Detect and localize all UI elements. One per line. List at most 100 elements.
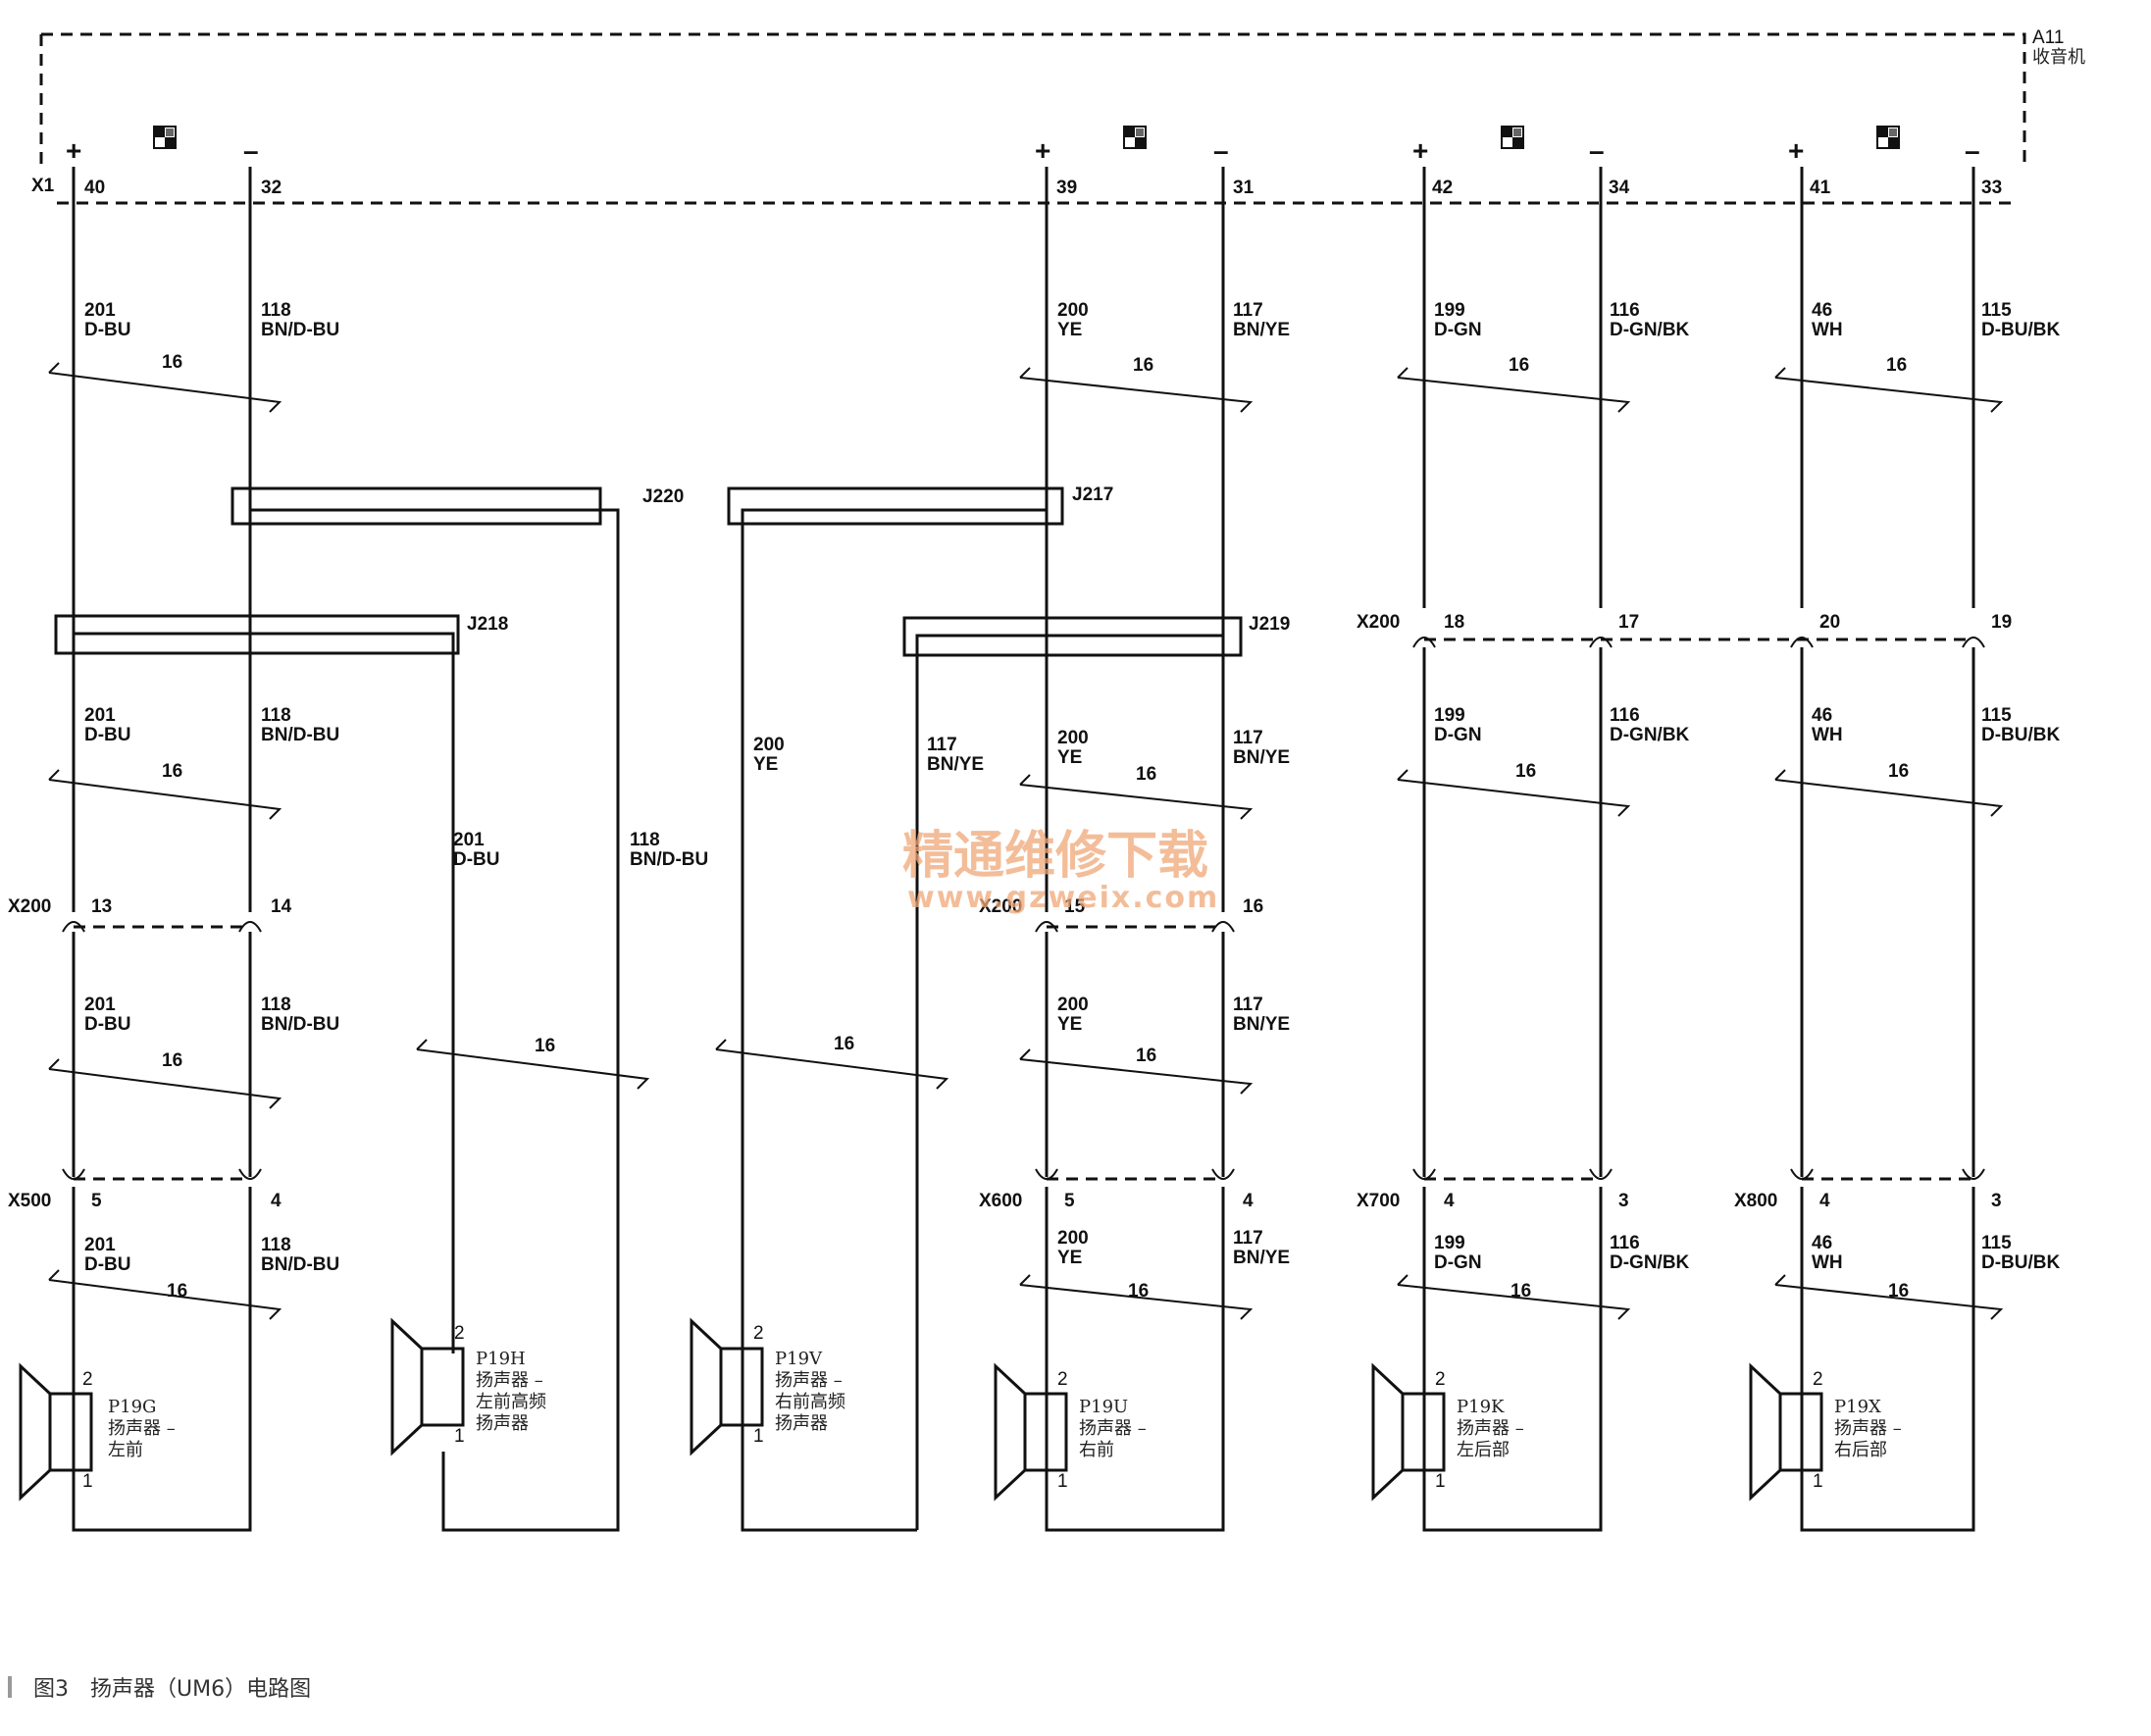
speaker-name: 扬声器 – <box>1079 1418 1147 1439</box>
wire-color: BN/D-BU <box>630 849 708 870</box>
wire-color: YE <box>753 754 778 775</box>
wire-color: D-GN/BK <box>1610 725 1690 745</box>
twisted-pair-mark <box>1019 774 1254 820</box>
wire-color: WH <box>1812 1252 1843 1273</box>
pin-label: 40 <box>84 178 105 198</box>
speaker-p19v <box>690 1319 764 1455</box>
wire-circuit-number: 118 <box>630 830 660 850</box>
wire-color: D-GN <box>1434 320 1482 340</box>
figure-title: 扬声器（UM6）电路图 <box>90 1677 312 1702</box>
pin-label: 39 <box>1056 178 1077 198</box>
splice-label: J217 <box>1072 485 1113 505</box>
wire-circuit-number: 199 <box>1434 705 1465 726</box>
wire-circuit-number: 118 <box>261 300 291 321</box>
watermark: 精通维修下载 www.gzweix.com <box>902 827 1219 915</box>
twisted-pair-mark <box>1397 769 1631 817</box>
pin-label: 34 <box>1609 178 1630 198</box>
splice-labels: J220 J217 J218 J219 <box>467 485 1290 635</box>
connector-pin: 16 <box>1243 896 1263 917</box>
connector-pin: 4 <box>271 1191 282 1211</box>
connector-pin: 17 <box>1618 612 1639 633</box>
speaker-pin: 1 <box>1813 1471 1823 1492</box>
speaker-pin: 2 <box>753 1323 764 1344</box>
connector-pin: 4 <box>1243 1191 1254 1211</box>
speaker-name: 扬声器 – <box>775 1370 843 1391</box>
module-name: 收音机 <box>2032 47 2085 68</box>
twist-count: 16 <box>1136 764 1156 785</box>
watermark-title: 精通维修下载 <box>902 827 1208 886</box>
caption-marker <box>8 1676 12 1698</box>
header-connector: X1 <box>31 176 55 196</box>
wire-color: BN/YE <box>927 754 984 775</box>
twist-count: 16 <box>1133 355 1153 376</box>
pin-label: 31 <box>1233 178 1255 198</box>
connector-label-x700: X700 <box>1357 1191 1400 1211</box>
wire-circuit-number: 115 <box>1981 1233 2012 1253</box>
wire-color: BN/YE <box>1233 747 1290 768</box>
wire-color: D-BU/BK <box>1981 725 2060 745</box>
wire-circuit-number: 200 <box>1057 995 1089 1015</box>
minus-sign: – <box>1589 135 1605 166</box>
twist-count: 16 <box>1888 761 1909 782</box>
figure-caption: 图3 扬声器（UM6）电路图 <box>0 1667 311 1707</box>
twist-count: 16 <box>167 1281 187 1302</box>
wire-color: BN/D-BU <box>261 1014 339 1035</box>
speaker-pin: 1 <box>753 1426 764 1447</box>
connector-label-x800: X800 <box>1734 1191 1777 1211</box>
wire-color: D-GN/BK <box>1610 1252 1690 1273</box>
connector-pin: 19 <box>1991 612 2012 633</box>
twist-count: 16 <box>162 1050 182 1071</box>
wires-rear <box>1422 167 1975 1532</box>
speaker-location: 右前 <box>1079 1440 1114 1460</box>
connector-pin: 5 <box>1064 1191 1075 1211</box>
connector-pin: 15 <box>1064 896 1086 917</box>
twisted-pair-mark <box>1397 1274 1631 1320</box>
wire-circuit-number: 199 <box>1434 1233 1465 1253</box>
wire-circuit-number: 200 <box>1057 1228 1089 1249</box>
watermark-url: www.gzweix.com <box>907 881 1219 915</box>
speaker-location: 左前高频 <box>476 1392 546 1412</box>
speaker-location: 左前 <box>108 1440 143 1460</box>
pin-label: 33 <box>1981 178 2002 198</box>
speaker-pin: 1 <box>454 1426 465 1447</box>
wire-circuit-number: 46 <box>1812 1233 1832 1253</box>
connector-label-x500: X500 <box>8 1191 51 1211</box>
connector-label-x200: X200 <box>8 896 51 917</box>
twisted-pair-mark <box>715 1039 949 1090</box>
wire-color: YE <box>1057 1014 1082 1035</box>
wire-circuit-number: 201 <box>84 995 116 1015</box>
amplifier-channel-icon <box>1123 126 1147 149</box>
wire-circuit-number: 116 <box>1610 705 1640 726</box>
plus-sign: + <box>66 135 81 166</box>
wire-color: D-BU <box>84 1254 131 1275</box>
wire-color: D-BU <box>453 849 500 870</box>
speaker-pin: 2 <box>82 1369 93 1390</box>
connector-pin: 5 <box>91 1191 102 1211</box>
twisted-pair-mark <box>48 362 282 413</box>
wire-color: BN/D-BU <box>261 320 339 340</box>
speaker-pin: 2 <box>454 1323 465 1344</box>
amplifier-channel-icon <box>1876 126 1900 149</box>
speaker-p19g <box>19 1364 93 1500</box>
wire-circuit-number: 201 <box>84 300 116 321</box>
wire-circuit-number: 118 <box>261 995 291 1015</box>
connector-pin: 4 <box>1444 1191 1455 1211</box>
wire-circuit-number: 199 <box>1434 300 1465 321</box>
speakers: 2 1 2 1 2 1 2 1 2 1 2 1 P19G 扬声器 – 左前 P1… <box>19 1319 1902 1500</box>
wire-color: BN/YE <box>1233 1248 1290 1268</box>
speaker-id: P19H <box>476 1349 526 1369</box>
twist-count: 16 <box>1136 1046 1156 1066</box>
twisted-pair-mark <box>416 1039 650 1090</box>
amplifier-channel-icon <box>153 126 177 149</box>
module-id: A11 <box>2032 27 2064 48</box>
speaker-location: 右后部 <box>1834 1440 1887 1460</box>
plus-sign: + <box>1412 135 1428 166</box>
speaker-location: 右前高频 <box>775 1392 845 1412</box>
twist-count: 16 <box>162 761 182 782</box>
wire-color: BN/YE <box>1233 1014 1290 1035</box>
speaker-pin: 1 <box>1057 1471 1068 1492</box>
twisted-pair-mark <box>48 769 282 820</box>
wire-circuit-number: 115 <box>1981 705 2012 726</box>
plus-sign: + <box>1788 135 1804 166</box>
